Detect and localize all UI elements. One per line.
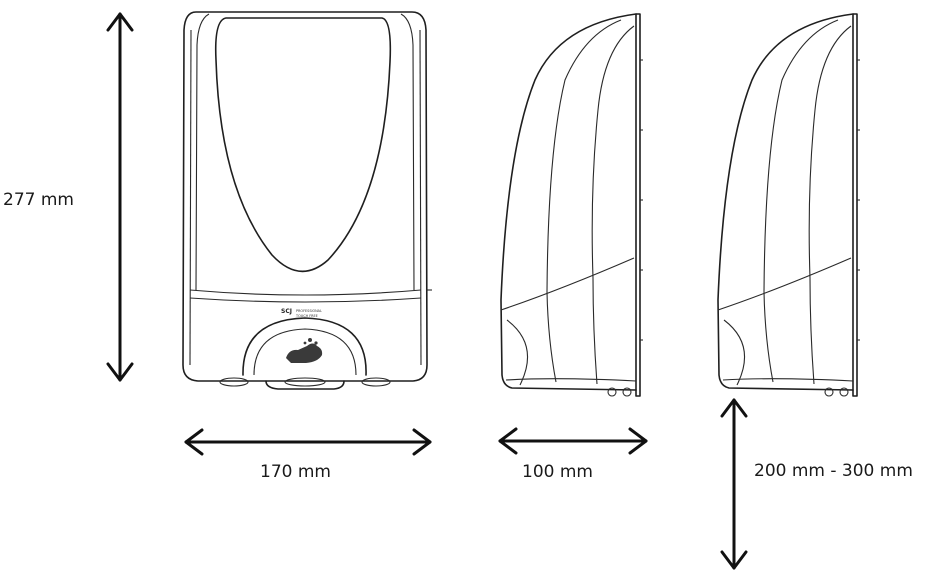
svg-text:TOUCH FREE: TOUCH FREE [295,314,318,318]
front-view-dispenser: SCJ PROFESSIONAL TOUCH FREE [182,11,432,390]
depth-arrow [498,427,648,455]
height-arrow [106,12,134,382]
mounting-height-label: 200 mm - 300 mm [754,461,913,481]
depth-label: 100 mm [522,462,593,482]
hand-sensor-icon [286,338,323,363]
width-label: 170 mm [260,462,331,482]
brand-logo: SCJ PROFESSIONAL TOUCH FREE [281,308,322,318]
side-view-dispenser [500,13,643,397]
height-label: 277 mm [3,190,74,210]
side-view-dispenser-mounted [717,13,860,397]
width-arrow [184,428,432,456]
svg-text:SCJ: SCJ [281,308,292,315]
svg-text:PROFESSIONAL: PROFESSIONAL [296,309,322,313]
mounting-height-arrow [720,398,748,570]
